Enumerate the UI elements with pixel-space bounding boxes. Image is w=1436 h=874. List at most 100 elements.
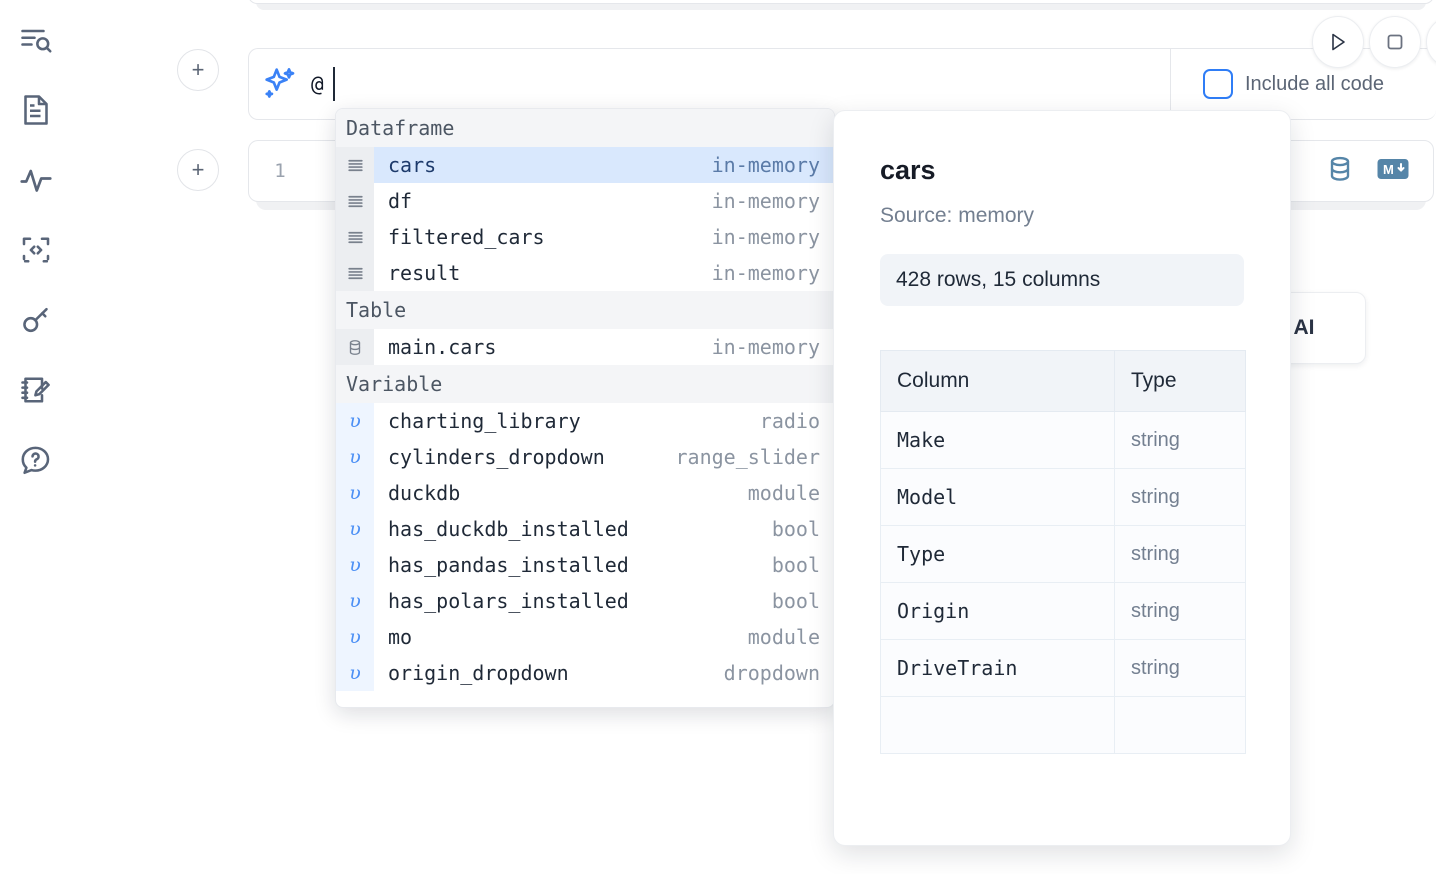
code-snippet-icon[interactable]	[14, 228, 58, 272]
autocomplete-item-type: radio	[759, 409, 820, 433]
autocomplete-item-type: bool	[771, 589, 820, 613]
activity-pulse-icon[interactable]	[14, 158, 58, 202]
autocomplete-item-body: df in-memory	[374, 183, 834, 219]
autocomplete-item-type: bool	[771, 517, 820, 541]
schema-column-type: string	[1114, 639, 1246, 697]
key-icon[interactable]	[14, 298, 58, 342]
autocomplete-item[interactable]: υ has_polars_installed bool	[336, 583, 834, 619]
autocomplete-item-type: module	[747, 625, 820, 649]
autocomplete-item-name: has_duckdb_installed	[388, 517, 629, 541]
autocomplete-item-type: in-memory	[711, 225, 820, 249]
autocomplete-item-name: duckdb	[388, 481, 461, 505]
help-chat-icon[interactable]	[14, 438, 58, 482]
autocomplete-item-name: df	[388, 189, 413, 213]
autocomplete-item[interactable]: result in-memory	[336, 255, 834, 291]
prompt-cell-options: Include all code	[1170, 48, 1436, 120]
table-row-clipped	[880, 696, 1246, 754]
code-cell-toolbar: M	[1325, 154, 1433, 189]
preview-source: Source: memory	[880, 204, 1035, 227]
dataframe-rows-icon	[336, 255, 374, 291]
search-outline-icon[interactable]	[14, 18, 58, 62]
autocomplete-group-header: Table	[336, 291, 834, 329]
autocomplete-item-type: module	[747, 481, 820, 505]
autocomplete-item-body: result in-memory	[374, 255, 834, 291]
ai-prompt-input-wrap: @	[311, 49, 1170, 119]
autocomplete-item-name: has_pandas_installed	[388, 553, 629, 577]
dataframe-rows-icon	[336, 147, 374, 183]
ai-pill-label: AI	[1293, 316, 1315, 339]
preview-shape-badge: 428 rows, 15 columns	[880, 254, 1244, 306]
add-cell-button-top[interactable]: +	[177, 49, 219, 91]
stop-button[interactable]	[1369, 16, 1421, 68]
autocomplete-item-body: charting_library radio	[374, 403, 834, 439]
preview-title: cars	[880, 155, 936, 185]
schema-column-type	[1114, 696, 1246, 754]
schema-column-name: Make	[880, 411, 1115, 469]
autocomplete-item-name: charting_library	[388, 409, 581, 433]
autocomplete-item-type: in-memory	[711, 153, 820, 177]
autocomplete-item-type: in-memory	[711, 189, 820, 213]
schema-column-type: string	[1114, 582, 1246, 640]
autocomplete-item[interactable]: filtered_cars in-memory	[336, 219, 834, 255]
svg-text:M: M	[1383, 162, 1394, 177]
database-icon[interactable]	[1325, 154, 1355, 189]
add-cell-button-bottom[interactable]: +	[177, 149, 219, 191]
schema-column-name: Type	[880, 525, 1115, 583]
schema-column-name: Origin	[880, 582, 1115, 640]
variable-icon: υ	[336, 475, 374, 511]
plus-icon: +	[191, 157, 205, 182]
schema-column-name: DriveTrain	[880, 639, 1115, 697]
include-all-code-checkbox[interactable]	[1203, 69, 1233, 99]
autocomplete-item-name: origin_dropdown	[388, 661, 569, 685]
autocomplete-item-type: bool	[771, 553, 820, 577]
table-header-row: Column Type	[880, 350, 1246, 412]
text-caret	[333, 67, 335, 101]
column-header-name: Column	[880, 350, 1115, 412]
variable-icon: υ	[336, 655, 374, 691]
run-button[interactable]	[1312, 16, 1364, 68]
autocomplete-item[interactable]: df in-memory	[336, 183, 834, 219]
icon-rail	[0, 0, 72, 874]
markdown-icon[interactable]: M	[1377, 157, 1409, 186]
autocomplete-item-body: has_polars_installed bool	[374, 583, 834, 619]
line-number: 1	[274, 160, 286, 182]
autocomplete-item-type: in-memory	[711, 335, 820, 359]
variable-icon: υ	[336, 439, 374, 475]
autocomplete-item-name: result	[388, 261, 461, 285]
cell-shadow-top	[256, 2, 1426, 10]
schema-column-type: string	[1114, 411, 1246, 469]
include-all-code-label: Include all code	[1245, 72, 1384, 95]
autocomplete-item-name: has_polars_installed	[388, 589, 629, 613]
scratchpad-edit-icon[interactable]	[14, 368, 58, 412]
schema-column-type: string	[1114, 525, 1246, 583]
autocomplete-item-name: cylinders_dropdown	[388, 445, 605, 469]
file-text-icon[interactable]	[14, 88, 58, 132]
schema-column-name: Model	[880, 468, 1115, 526]
autocomplete-item-body: duckdb module	[374, 475, 834, 511]
autocomplete-item-name: filtered_cars	[388, 225, 545, 249]
variable-icon: υ	[336, 583, 374, 619]
autocomplete-item-body: has_pandas_installed bool	[374, 547, 834, 583]
dataframe-rows-icon	[336, 219, 374, 255]
autocomplete-item-type: in-memory	[711, 261, 820, 285]
ai-prompt-input[interactable]: @	[311, 72, 324, 96]
